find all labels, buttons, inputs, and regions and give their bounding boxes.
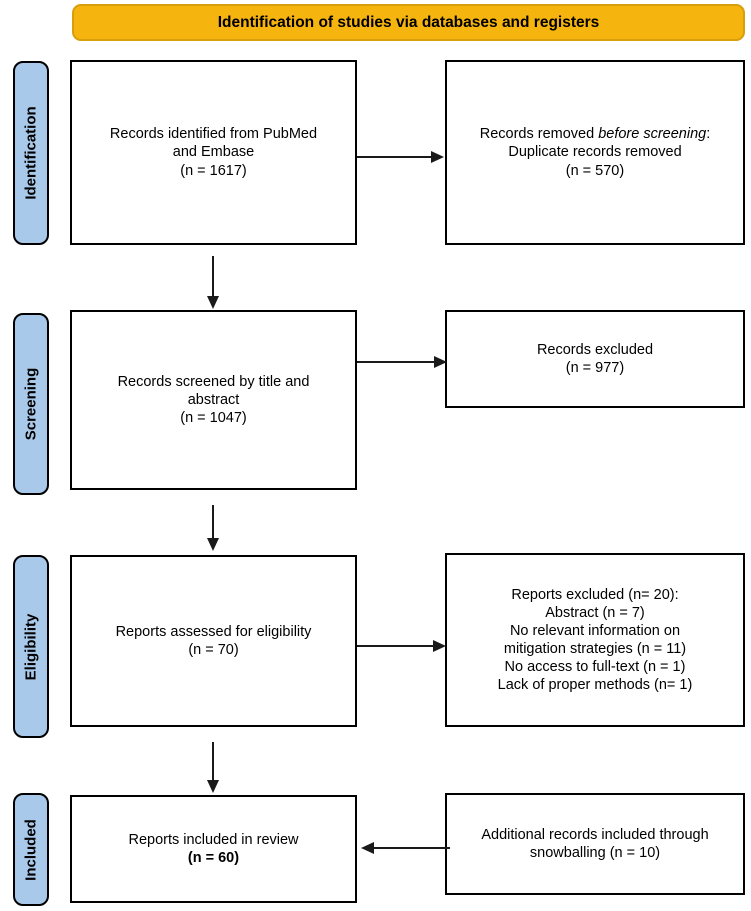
box-records-screened-line: Records screened by title and: [117, 373, 310, 390]
box-snowballing: Additional records included through snow…: [445, 793, 745, 895]
box-reports-excluded: Reports excluded (n= 20): Abstract (n = …: [445, 553, 745, 727]
stage-eligibility: Eligibility: [13, 555, 49, 738]
box-reports-assessed-count: (n = 70): [188, 642, 239, 658]
box-reports-assessed-line: Reports assessed for eligibility: [115, 623, 312, 640]
box-records-identified-line: Records identified from PubMed: [109, 126, 318, 143]
box-reports-included-line: Reports included in review: [128, 831, 299, 848]
box-records-removed-line: Duplicate records removed: [508, 144, 682, 161]
box-reports-excluded-reason: No access to full-text (n = 1): [504, 659, 686, 676]
box-records-identified-line: and Embase: [172, 144, 255, 161]
box-reports-included: Reports included in review (n = 60): [70, 795, 357, 903]
box-reports-included-count: (n = 60): [187, 850, 240, 866]
box-records-excluded-count: (n = 977): [565, 360, 625, 376]
stage-screening-label: Screening: [22, 367, 40, 441]
stage-included: Included: [13, 793, 49, 906]
title-banner: Identification of studies via databases …: [72, 4, 745, 41]
box-reports-assessed: Reports assessed for eligibility (n = 70…: [70, 555, 357, 727]
stage-eligibility-label: Eligibility: [22, 613, 40, 680]
box-reports-excluded-reason: No relevant information on: [509, 622, 681, 639]
box-records-identified-count: (n = 1617): [180, 162, 247, 179]
title-banner-label: Identification of studies via databases …: [217, 13, 600, 31]
box-records-excluded: Records excluded (n = 977): [445, 310, 745, 408]
box-reports-excluded-reason: Abstract (n = 7): [545, 604, 645, 621]
box-records-removed-line: Records removed before screening:: [479, 126, 711, 143]
box-records-removed: Records removed before screening: Duplic…: [445, 60, 745, 245]
box-snowballing-line: Additional records included through: [481, 826, 709, 843]
box-records-excluded-line: Records excluded: [536, 341, 654, 358]
box-reports-excluded-reason: mitigation strategies (n = 11): [503, 641, 687, 657]
box-reports-excluded-reason: Lack of proper methods (n= 1): [497, 677, 693, 694]
box-snowballing-count: snowballing (n = 10): [529, 845, 661, 861]
box-records-screened: Records screened by title and abstract (…: [70, 310, 357, 490]
stage-identification: Identification: [13, 61, 49, 245]
stage-screening: Screening: [13, 313, 49, 495]
box-records-identified: Records identified from PubMed and Embas…: [70, 60, 357, 245]
stage-identification-label: Identification: [22, 106, 40, 200]
box-records-removed-count: (n = 570): [565, 162, 625, 179]
box-records-screened-count: (n = 1047): [180, 410, 247, 427]
stage-included-label: Included: [22, 818, 40, 881]
box-reports-excluded-line: Reports excluded (n= 20):: [511, 586, 679, 603]
box-records-screened-line: abstract: [187, 391, 240, 408]
